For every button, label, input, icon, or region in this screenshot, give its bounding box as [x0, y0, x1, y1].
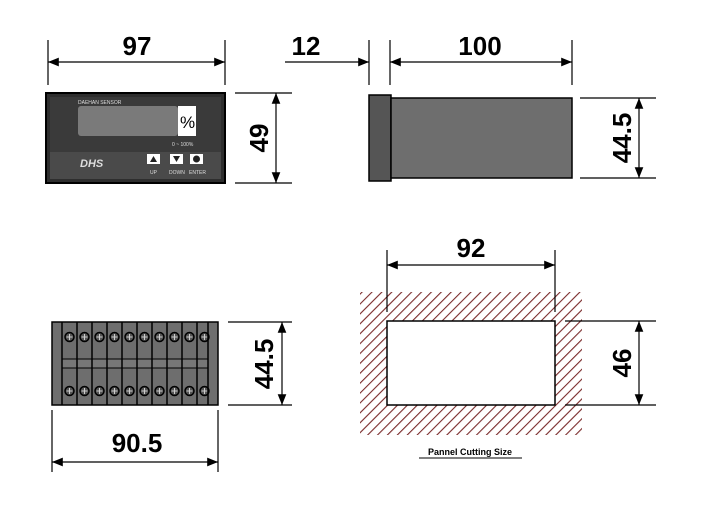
svg-text:92: 92: [457, 233, 486, 263]
dim-49: 49: [235, 92, 292, 184]
enter-button[interactable]: ENTER: [189, 154, 206, 176]
dim-44-5-terminal: 44.5: [228, 321, 292, 406]
side-view: [368, 94, 573, 182]
panel-cutout: [360, 292, 582, 435]
triangle-down-icon: [173, 156, 180, 162]
dhs-logo: DHS: [80, 158, 104, 170]
caption: Pannel Cutting Size: [428, 447, 512, 457]
dim-12: 12: [285, 31, 391, 85]
front-view: DAEHAN SENSOR % 0 ~ 100% DHS UP DOWN ENT…: [45, 92, 226, 184]
svg-text:44.5: 44.5: [249, 339, 279, 390]
svg-text:97: 97: [123, 31, 152, 61]
range-label: 0 ~ 100%: [172, 142, 194, 148]
circle-icon: [193, 155, 200, 163]
svg-text:DOWN: DOWN: [169, 170, 185, 176]
lcd-display: [78, 106, 178, 136]
svg-text:90.5: 90.5: [112, 428, 163, 458]
unit-label: %: [180, 113, 195, 132]
dim-97: 97: [47, 31, 226, 85]
svg-text:44.5: 44.5: [607, 113, 637, 164]
svg-text:49: 49: [244, 124, 274, 153]
svg-text:UP: UP: [150, 170, 158, 176]
dim-44-5-side: 44.5: [580, 97, 656, 179]
svg-text:100: 100: [458, 31, 501, 61]
triangle-up-icon: [150, 156, 157, 162]
brand-label: DAEHAN SENSOR: [78, 100, 122, 106]
down-button[interactable]: DOWN: [169, 154, 185, 176]
svg-text:46: 46: [607, 349, 637, 378]
terminal-block: [51, 321, 219, 406]
up-button[interactable]: UP: [147, 154, 160, 176]
dim-92: 92: [386, 233, 556, 312]
dim-90-5: 90.5: [51, 410, 219, 472]
svg-text:12: 12: [292, 31, 321, 61]
svg-text:ENTER: ENTER: [189, 170, 206, 176]
dim-100: 100: [390, 31, 573, 85]
dim-46: 46: [565, 320, 656, 406]
